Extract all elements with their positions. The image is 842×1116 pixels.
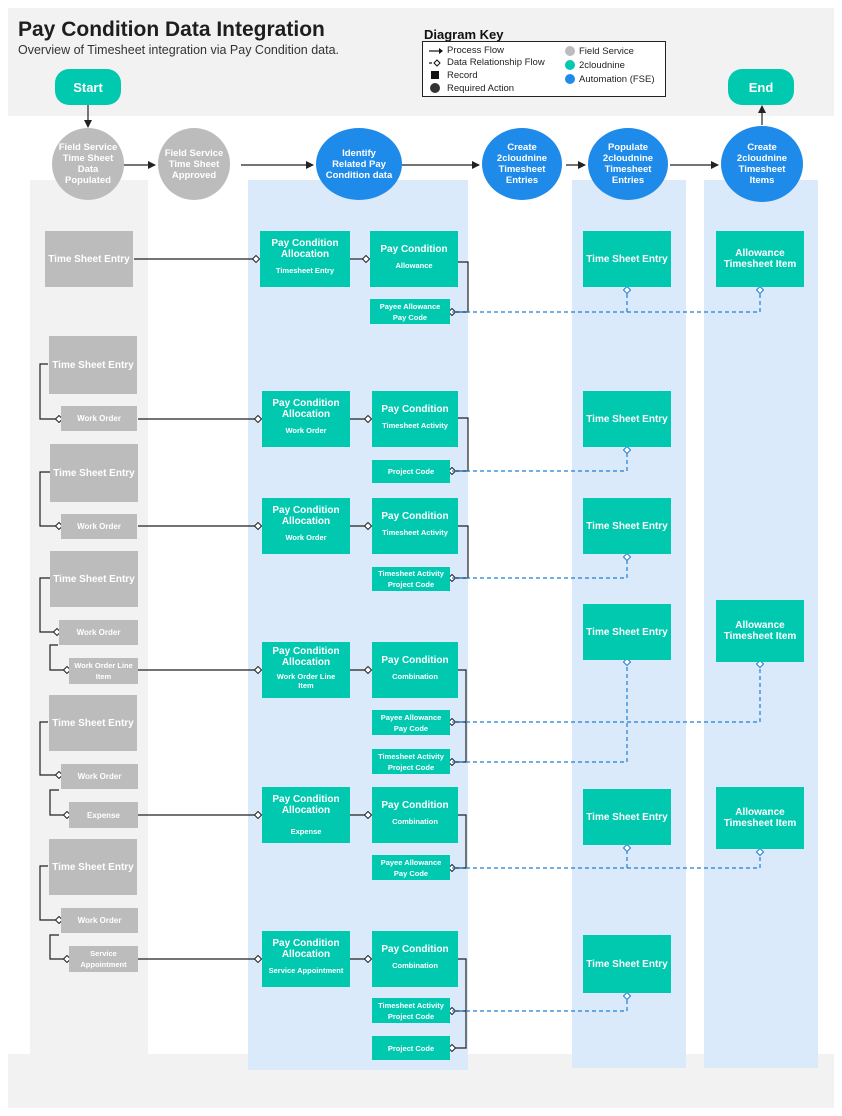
project-code-6: Project Code [372, 1036, 450, 1060]
step-populate-timesheet-entries: Populate 2cloudnine Timesheet Entries [588, 128, 668, 200]
fs-time-sheet-entry-6: Time Sheet Entry [49, 839, 137, 895]
pc-title: Pay Condition [381, 944, 449, 955]
start-node: Start [55, 69, 121, 105]
pc-type: Timesheet Activity [382, 528, 448, 537]
legend-process-arrowhead [439, 48, 443, 54]
pc-timesheet-activity-2: Pay Condition Timesheet Activity [372, 391, 458, 447]
pca-source: Expense [290, 827, 322, 836]
ts-activity-project-code-3: Timesheet Activity Project Code [372, 567, 450, 591]
end-node: End [728, 69, 794, 105]
fs-work-order-5: Work Order [61, 764, 138, 789]
allowance-timesheet-item-1: Allowance Timesheet Item [716, 231, 804, 287]
ts-entry-4: Time Sheet Entry [583, 604, 671, 660]
pca-title: Pay Condition Allocation [271, 238, 339, 260]
pc-type: Combination [392, 672, 438, 681]
pc-combination-6: Pay Condition Combination [372, 931, 458, 987]
legend-record-square [431, 71, 439, 79]
step-create-timesheet-items: Create 2cloudnine Timesheet Items [721, 126, 803, 202]
pca-work-order-3: Pay Condition Allocation Work Order [262, 498, 350, 554]
pc-type: Allowance [395, 261, 433, 270]
dashed-relationship-lines [452, 290, 760, 1012]
header-band [8, 8, 834, 116]
payee-allowance-pay-code-1: Payee Allowance Pay Code [370, 299, 450, 324]
pca-timesheet-entry: Pay Condition Allocation Timesheet Entry [260, 231, 350, 287]
fs-time-sheet-entry-2: Time Sheet Entry [49, 336, 137, 394]
pc-title: Pay Condition [381, 655, 449, 666]
project-code-2: Project Code [372, 460, 450, 483]
pca-service-appointment-6: Pay Condition Allocation Service Appoint… [262, 931, 350, 987]
pc-timesheet-activity-3: Pay Condition Timesheet Activity [372, 498, 458, 554]
legend-process-flow: Process Flow [447, 45, 505, 56]
legend-dot-2cloudnine [565, 60, 575, 70]
fs-work-order-3: Work Order [61, 514, 137, 539]
legend-data-relationship-flow: Data Relationship Flow [447, 57, 545, 68]
fs-time-sheet-entry-1: Time Sheet Entry [45, 231, 133, 287]
fs-time-sheet-entry-4: Time Sheet Entry [50, 551, 138, 607]
pca-source: Work Order [285, 533, 327, 542]
pca-title: Pay Condition Allocation [272, 398, 340, 420]
step-create-timesheet-entries: Create 2cloudnine Timesheet Entries [482, 128, 562, 200]
pc-title: Pay Condition [381, 800, 449, 811]
ts-entry-6: Time Sheet Entry [583, 935, 671, 993]
pca-title: Pay Condition Allocation [272, 938, 340, 960]
page-title: Pay Condition Data Integration [18, 18, 325, 41]
pca-title: Pay Condition Allocation [272, 505, 340, 527]
pc-combination-4: Pay Condition Combination [372, 642, 458, 698]
pc-allowance: Pay Condition Allowance [370, 231, 458, 287]
legend-record: Record [447, 70, 478, 81]
legend-required-action: Required Action [447, 83, 515, 94]
pc-title: Pay Condition [381, 404, 449, 415]
fs-work-order-2: Work Order [61, 406, 137, 431]
fs-time-sheet-entry-5: Time Sheet Entry [49, 695, 137, 751]
pc-type: Combination [392, 817, 438, 826]
fs-work-order-line-item-4: Work Order Line Item [69, 658, 138, 684]
pc-type: Timesheet Activity [382, 421, 448, 430]
ts-entry-2: Time Sheet Entry [583, 391, 671, 447]
step-data-populated: Field Service Time Sheet Data Populated [52, 128, 124, 200]
pca-source: Work Order Line Item [276, 672, 336, 690]
pca-source: Work Order [285, 426, 327, 435]
fs-work-order-6: Work Order [61, 908, 138, 933]
step-time-sheet-approved: Field Service Time Sheet Approved [158, 128, 230, 200]
fs-service-appointment-6: Service Appointment [69, 946, 138, 972]
step-identify-pay-condition: Identify Related Pay Condition data [316, 128, 402, 200]
legend-automation: Automation (FSE) [579, 74, 655, 85]
pca-wo-line-item-4: Pay Condition Allocation Work Order Line… [262, 642, 350, 698]
legend-dot-field-service [565, 46, 575, 56]
pca-expense-5: Pay Condition Allocation Expense [262, 787, 350, 843]
legend-data-diamond [433, 59, 441, 67]
lane-identify [248, 180, 468, 1070]
ts-activity-project-code-4: Timesheet Activity Project Code [372, 749, 450, 774]
pca-work-order-2: Pay Condition Allocation Work Order [262, 391, 350, 447]
payee-allowance-pay-code-4: Payee Allowance Pay Code [372, 710, 450, 735]
ts-entry-5: Time Sheet Entry [583, 789, 671, 845]
legend-action-dot [430, 83, 440, 93]
allowance-timesheet-item-5: Allowance Timesheet Item [716, 787, 804, 849]
fs-time-sheet-entry-3: Time Sheet Entry [50, 444, 138, 502]
page-subtitle: Overview of Timesheet integration via Pa… [18, 43, 340, 57]
legend-box: Process Flow Data Relationship Flow Reco… [422, 41, 666, 97]
fs-work-order-4: Work Order [59, 620, 138, 645]
fs-expense-5: Expense [69, 802, 138, 828]
legend-symbols [429, 48, 443, 93]
pc-title: Pay Condition [380, 244, 448, 255]
pc-type: Combination [392, 961, 438, 970]
ts-entry-1: Time Sheet Entry [583, 231, 671, 287]
pca-title: Pay Condition Allocation [272, 794, 340, 816]
pc-combination-5: Pay Condition Combination [372, 787, 458, 843]
pc-title: Pay Condition [381, 511, 449, 522]
process-flow-lines [84, 105, 766, 169]
pca-title: Pay Condition Allocation [272, 646, 340, 668]
ts-activity-project-code-6: Timesheet Activity Project Code [372, 998, 450, 1023]
allowance-timesheet-item-4: Allowance Timesheet Item [716, 600, 804, 662]
payee-allowance-pay-code-5: Payee Allowance Pay Code [372, 855, 450, 880]
pca-source: Timesheet Entry [275, 266, 335, 275]
legend-dot-automation [565, 74, 575, 84]
pca-source: Service Appointment [268, 966, 344, 975]
ts-entry-3: Time Sheet Entry [583, 498, 671, 554]
legend-title: Diagram Key [424, 27, 504, 42]
legend-field-service: Field Service [579, 46, 634, 57]
legend-2cloudnine: 2cloudnine [579, 60, 625, 71]
